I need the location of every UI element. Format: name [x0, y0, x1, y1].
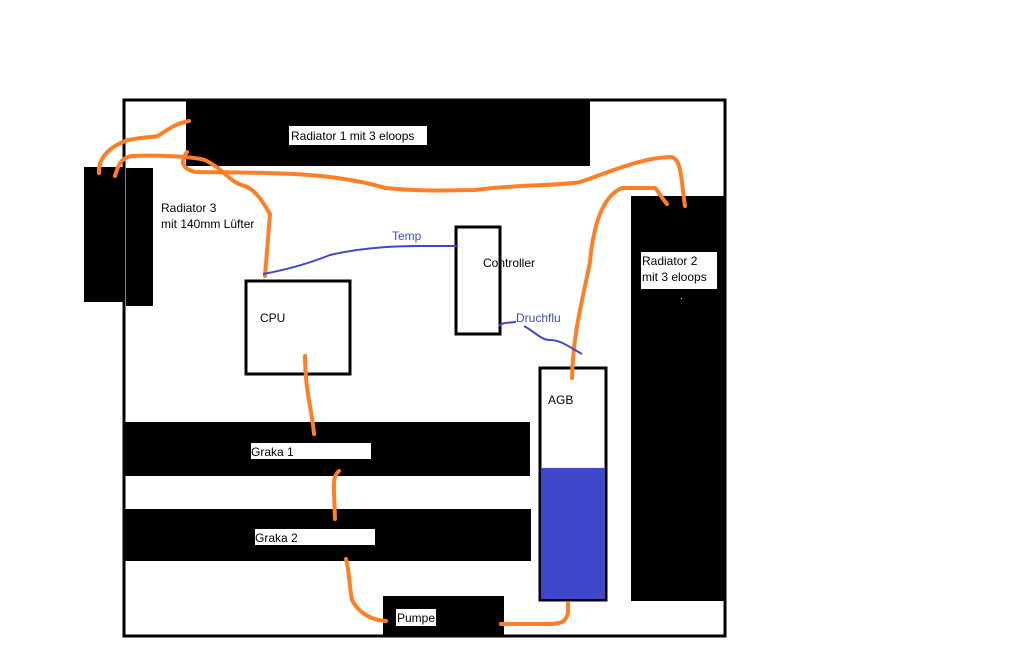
signal-wires: [262, 245, 583, 355]
radiator-3: Radiator 3 mit 140mm Lüfter: [84, 167, 254, 306]
tube-graka1-graka2: [331, 469, 341, 521]
tube-radiator3-radiator1: [96, 119, 191, 175]
pump: Pumpe: [383, 596, 504, 637]
agb-reservoir: AGB: [538, 366, 608, 602]
graka-1: Graka 1: [124, 422, 530, 476]
tube-agb-pump: [499, 601, 570, 626]
radiator-2: Radiator 2 mit 3 eloops: [631, 196, 725, 601]
radiator-3-label-line1: Radiator 3: [161, 201, 217, 215]
cpu-label: CPU: [260, 311, 285, 325]
tube-cpu-graka1: [303, 354, 316, 436]
radiator-2-label-line1: Radiator 2: [642, 254, 698, 268]
controller-label: Controller: [483, 256, 535, 270]
graka-1-label: Graka 1: [251, 445, 294, 459]
tube-radiator2-agb: [570, 186, 669, 380]
radiator-3-label-line2: mit 140mm Lüfter: [161, 217, 254, 231]
pump-label: Pumpe: [397, 611, 435, 625]
controller-block: Controller: [454, 225, 535, 336]
wire-flow-2: [523, 325, 583, 355]
temp-signal-label: Temp: [392, 229, 422, 243]
radiator-2-label-bg: [641, 252, 717, 289]
wire-flow-1: [498, 321, 517, 327]
radiator-2-label-line2: mit 3 eloops: [642, 270, 707, 284]
agb-label: AGB: [548, 393, 573, 407]
tubing: [96, 119, 687, 626]
graka-2: Graka 2: [124, 509, 531, 561]
tube-graka2-pump: [344, 557, 388, 623]
agb-coolant-level: [541, 467, 605, 599]
radiator-1-label-bg: [289, 126, 427, 145]
tube-radiator3-cpu: [113, 153, 272, 278]
radiator-1-label: Radiator 1 mit 3 eloops: [291, 129, 414, 143]
radiator-1: Radiator 1 mit 3 eloops: [186, 100, 590, 166]
wire-temp: [262, 245, 458, 275]
cpu-block: CPU: [244, 279, 352, 376]
graka-2-label: Graka 2: [255, 531, 298, 545]
tube-radiator1-radiator2: [180, 150, 687, 208]
flow-signal-label: Druchflu: [516, 311, 561, 325]
